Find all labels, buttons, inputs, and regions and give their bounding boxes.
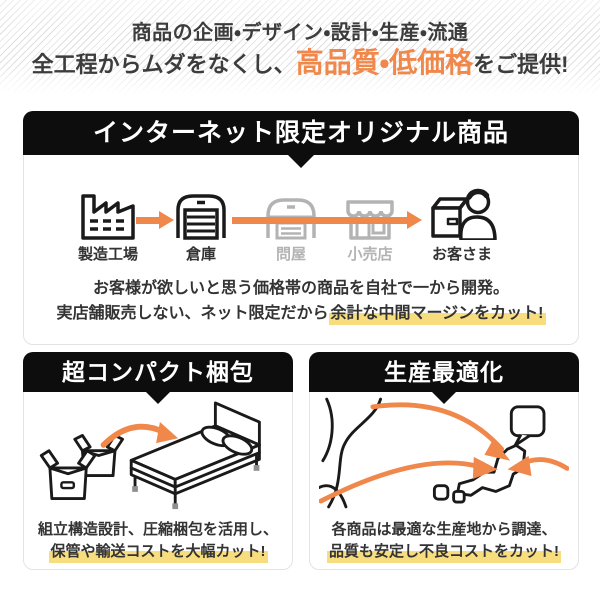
bypass-arrow-icon — [232, 211, 422, 229]
boxes-to-bed-icon — [39, 401, 261, 510]
hero-line2-prefix: 全工程からムダをなくし、 — [31, 52, 296, 77]
production-optimization-panel: 生産最適化 — [309, 352, 579, 570]
internet-desc-highlight: 余計な中間マージンをカット! — [328, 305, 546, 325]
flow-step-customer: お客さま — [418, 188, 506, 264]
internet-panel-title: インターネット限定オリジナル商品 — [92, 119, 509, 147]
production-panel-title: 生産最適化 — [384, 359, 504, 385]
flow-arrow-icon — [136, 211, 174, 229]
hero-title-line1: 商品の企画・デザイン・設計・生産・流通 — [131, 22, 469, 44]
header-notch — [146, 392, 170, 404]
internet-desc-line2: 実店舗販売しない、ネット限定だから余計な中間マージンをカット! — [24, 299, 578, 325]
internet-panel-header: インターネット限定オリジナル商品 — [23, 111, 579, 168]
packing-illustration — [38, 401, 278, 516]
flow-step-label: お客さま — [431, 246, 492, 263]
internet-desc-line2-prefix: 実店舗販売しない、ネット限定だから — [56, 305, 329, 322]
internet-exclusive-panel: インターネット限定オリジナル商品 製造工場 倉庫 — [23, 111, 579, 345]
warehouse-icon — [161, 188, 241, 240]
flow-step-factory: 製造工場 — [68, 188, 148, 264]
header-notch — [288, 155, 314, 168]
internet-desc-line1: お客様が欲しいと思う価格帯の商品を自社で一から開発。 — [92, 280, 509, 297]
factory-icon — [68, 188, 148, 240]
flow-step-label: 倉庫 — [185, 246, 216, 263]
packing-desc-line1: 組立構造設計、圧縮梱包を活用し、 — [37, 521, 278, 538]
sourcing-map-icon — [317, 397, 570, 509]
flow-step-warehouse: 倉庫 — [161, 188, 241, 264]
customer-icon — [418, 188, 506, 240]
flow-step-label: 製造工場 — [77, 246, 138, 263]
packing-panel-header: 超コンパクト梱包 — [23, 352, 293, 404]
header-notch — [432, 392, 456, 404]
compact-packing-panel: 超コンパクト梱包 — [23, 352, 293, 570]
flow-step-label: 問屋 — [275, 246, 306, 263]
packing-desc-highlight: 保管や輸送コストを大幅カット! — [48, 543, 268, 563]
hero-title-line2: 全工程からムダをなくし、高品質・低価格をご提供! — [0, 46, 600, 82]
production-desc-highlight: 品質も安定し不良コストをカット! — [327, 543, 561, 563]
packing-panel-title: 超コンパクト梱包 — [62, 359, 254, 385]
production-panel-header: 生産最適化 — [309, 352, 579, 404]
production-illustration — [317, 397, 570, 514]
production-desc-line1: 各商品は最適な生産地から調達、 — [331, 521, 557, 538]
packing-desc: 組立構造設計、圧縮梱包を活用し、 保管や輸送コストを大幅カット! — [24, 519, 292, 563]
hero-line2-accent: 高品質・低価格 — [295, 47, 474, 78]
flow-step-label: 小売店 — [347, 246, 393, 263]
hero-header: 商品の企画・デザイン・設計・生産・流通 全工程からムダをなくし、高品質・低価格を… — [0, 0, 600, 94]
production-desc: 各商品は最適な生産地から調達、 品質も安定し不良コストをカット! — [310, 519, 578, 563]
hero-line2-suffix: をご提供! — [473, 52, 569, 77]
